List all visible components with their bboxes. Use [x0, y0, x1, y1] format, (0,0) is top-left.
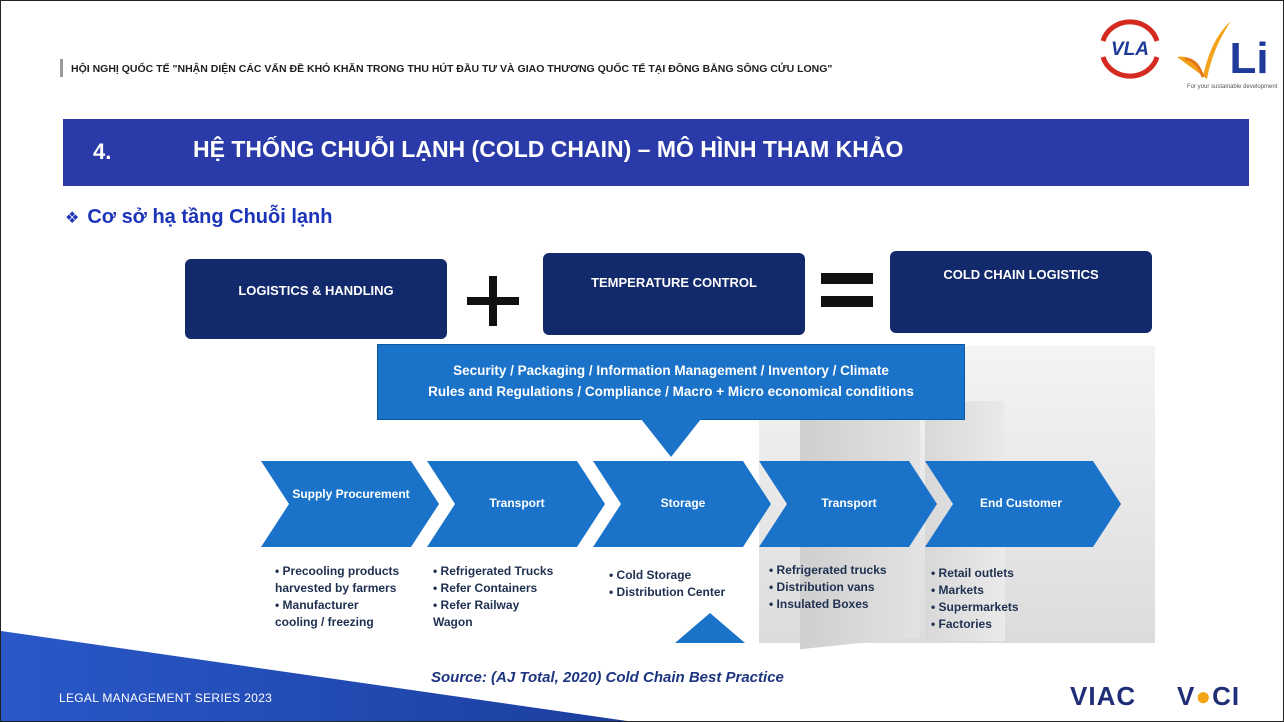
stage-label: End Customer — [979, 496, 1062, 510]
li-logo: Li — [1171, 17, 1271, 83]
list-item: cooling / freezing — [275, 615, 374, 629]
list-item: harvested by farmers — [275, 581, 397, 595]
logistics-handling-box: LOGISTICS & HANDLING — [185, 259, 447, 339]
list-item: • Supermarkets — [931, 600, 1019, 614]
list-item: • Distribution vans — [769, 580, 875, 594]
list-item: • Refer Railway — [433, 598, 520, 612]
equals-icon — [821, 273, 873, 307]
stage-label: Transport — [821, 496, 877, 510]
list-item: • Precooling products — [275, 564, 400, 578]
stage-label: Storage — [660, 496, 706, 510]
stage-label: Transport — [489, 496, 545, 510]
li-logo-text: Li — [1229, 34, 1268, 81]
viac-logo: VIAC — [1070, 681, 1137, 711]
cold-chain-diagram: LOGISTICS & HANDLING TEMPERATURE CONTROL… — [185, 251, 1155, 650]
factors-banner: Security / Packaging / Information Manag… — [377, 344, 965, 420]
stage-items-transport-1: • Refrigerated Trucks • Refer Containers… — [433, 563, 553, 631]
source-citation: Source: (AJ Total, 2020) Cold Chain Best… — [431, 669, 784, 686]
list-item: • Factories — [931, 617, 992, 631]
section-number: 4. — [93, 139, 112, 164]
vcci-logo: V●CI — [1177, 681, 1241, 711]
section-title: HỆ THỐNG CHUỖI LẠNH (COLD CHAIN) – MÔ HÌ… — [193, 136, 904, 162]
vla-logo: VLA — [1095, 15, 1165, 81]
li-tagline: For your sustainable development — [1187, 84, 1278, 90]
subheading-text: Cơ sở hạ tầng Chuỗi lạnh — [87, 206, 333, 228]
stage-label: Supply Procurement — [292, 487, 410, 501]
stage-transport-2: Transport — [759, 461, 939, 547]
list-item: • Retail outlets — [931, 566, 1014, 580]
diamond-bullet-icon: ❖ — [65, 210, 80, 227]
stage-items-supply: • Precooling products harvested by farme… — [275, 563, 399, 631]
stage-items-transport-2: • Refrigerated trucks • Distribution van… — [769, 562, 887, 613]
down-arrow-icon — [641, 419, 701, 457]
list-item: • Refer Containers — [433, 581, 538, 595]
title-accent-bar — [60, 59, 63, 77]
list-item: • Refrigerated trucks — [769, 563, 887, 577]
factors-line-1: Security / Packaging / Information Manag… — [453, 363, 889, 378]
stage-items-end-customer: • Retail outlets • Markets • Supermarket… — [931, 565, 1019, 633]
list-item: • Distribution Center — [609, 585, 726, 599]
stage-storage: Storage — [593, 461, 773, 547]
temperature-control-label: TEMPERATURE CONTROL — [591, 275, 757, 290]
vla-logo-text: VLA — [1111, 39, 1149, 60]
cold-chain-logistics-box: COLD CHAIN LOGISTICS — [890, 251, 1152, 333]
cold-chain-logistics-label: COLD CHAIN LOGISTICS — [943, 267, 1099, 282]
list-item: • Cold Storage — [609, 568, 692, 582]
stage-supply-procurement: Supply Procurement — [261, 461, 441, 547]
subheading: ❖ Cơ sở hạ tầng Chuỗi lạnh — [65, 206, 332, 229]
stage-transport-1: Transport — [427, 461, 607, 547]
up-triangle-shape — [675, 613, 745, 643]
section-header-band: 4. HỆ THỐNG CHUỖI LẠNH (COLD CHAIN) – MÔ… — [63, 119, 1249, 186]
temperature-control-box: TEMPERATURE CONTROL — [543, 253, 805, 335]
list-item: • Manufacturer — [275, 598, 359, 612]
list-item: Wagon — [433, 615, 473, 629]
plus-icon — [467, 276, 519, 326]
footer-wedge-shape — [1, 631, 628, 721]
list-item: • Insulated Boxes — [769, 597, 869, 611]
stage-end-customer: End Customer — [925, 461, 1125, 547]
logistics-handling-label: LOGISTICS & HANDLING — [238, 283, 394, 298]
conference-title: HỘI NGHỊ QUỐC TẾ "NHẬN DIỆN CÁC VẤN ĐỀ K… — [71, 63, 833, 75]
list-item: • Refrigerated Trucks — [433, 564, 554, 578]
list-item: • Markets — [931, 583, 984, 597]
stage-items-storage: • Cold Storage • Distribution Center — [609, 567, 725, 601]
series-label: LEGAL MANAGEMENT SERIES 2023 — [59, 691, 273, 705]
factors-line-2: Rules and Regulations / Compliance / Mac… — [428, 384, 914, 399]
vcci-logo-accent: ● — [1195, 681, 1213, 711]
